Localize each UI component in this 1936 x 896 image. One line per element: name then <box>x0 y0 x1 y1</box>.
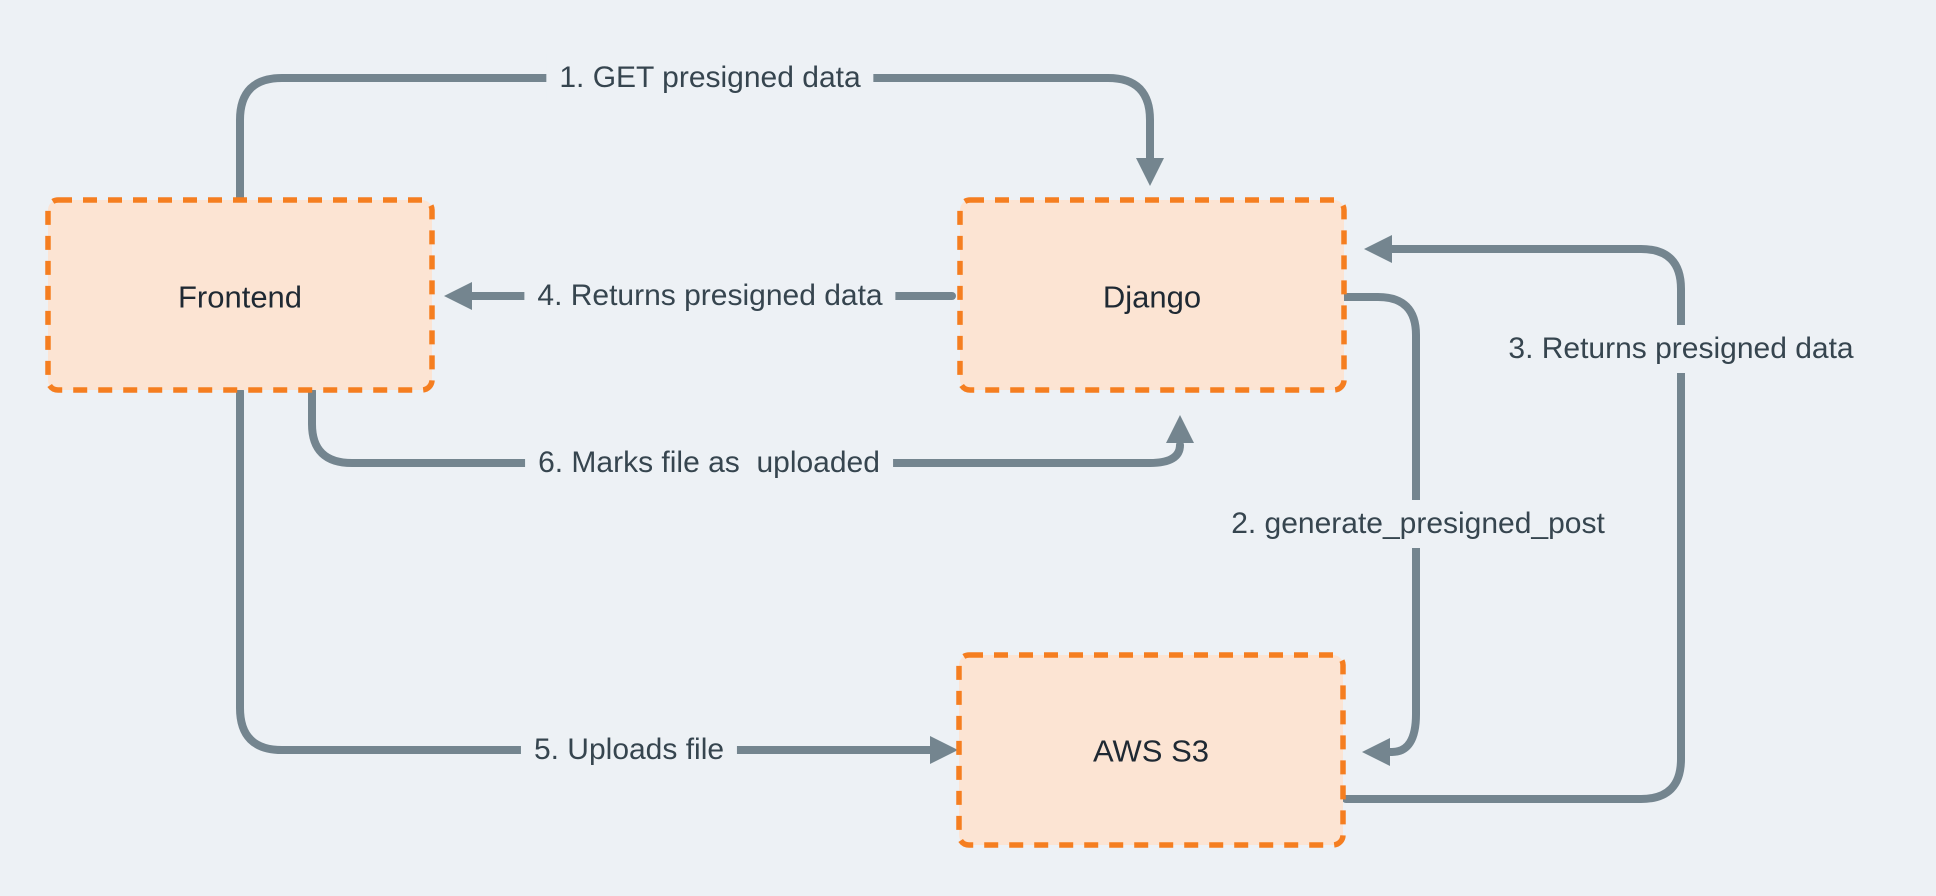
edge-1-arrowhead <box>1136 158 1164 186</box>
edge-3-arrowhead <box>1364 235 1392 263</box>
edge-5-label: 5. Uploads file <box>520 726 738 774</box>
edge-6-path <box>308 387 1184 467</box>
edge-5-path <box>236 387 934 754</box>
frontend-node-box <box>45 197 435 393</box>
django-node-box <box>957 197 1347 393</box>
edge-3-path <box>1342 245 1685 803</box>
aws-s3-node-label: AWS S3 <box>1093 733 1209 769</box>
edge-6-label: 6. Marks file as uploaded <box>525 439 893 487</box>
edge-1-label: 1. GET presigned data <box>546 54 874 102</box>
frontend-node-label: Frontend <box>177 279 303 315</box>
edge-6-arrowhead <box>1166 415 1194 443</box>
edge-2-label: 2. generate_presigned_post <box>1218 500 1618 548</box>
edge-2-arrowhead <box>1362 738 1390 766</box>
edge-5-arrowhead <box>930 736 958 764</box>
aws-s3-node-box <box>956 652 1346 848</box>
edge-3-label: 3. Returns presigned data <box>1495 325 1867 373</box>
django-node-label: Django <box>1102 279 1202 315</box>
edge-4-arrowhead <box>444 282 472 310</box>
edge-2-path <box>1340 293 1420 756</box>
edge-4-label: 4. Returns presigned data <box>524 272 896 320</box>
